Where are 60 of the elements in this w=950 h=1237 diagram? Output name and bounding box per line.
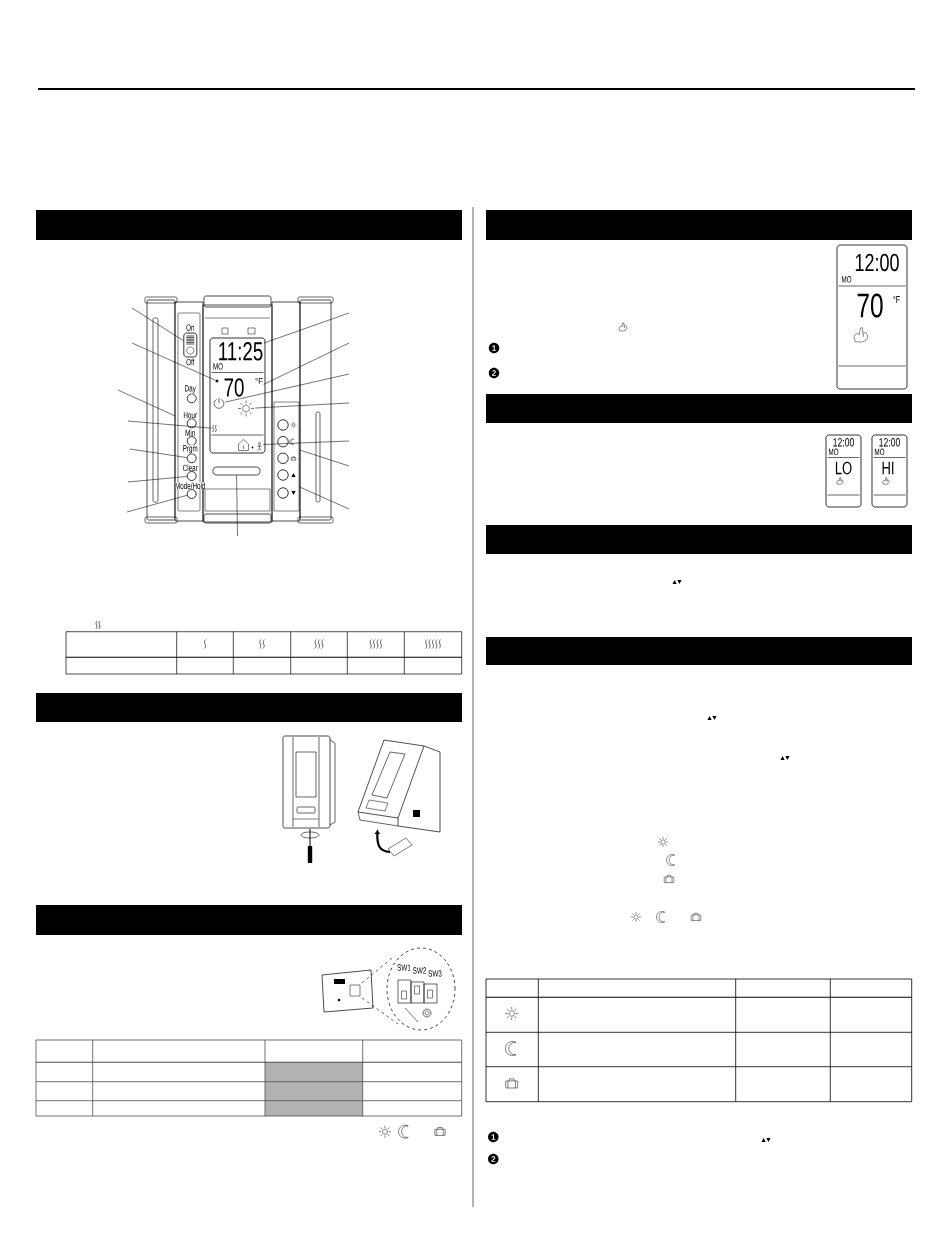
leader-line	[224, 373, 350, 403]
leader-line	[117, 389, 176, 417]
node-label: Clear	[182, 464, 198, 472]
section-bar	[486, 637, 912, 665]
time-readout: 11:25	[219, 342, 263, 361]
leader-line	[299, 449, 350, 467]
node-label: Off	[186, 358, 195, 366]
leader-line	[131, 342, 216, 381]
leader-line	[262, 440, 350, 445]
push-button: Clear	[182, 464, 198, 481]
section-bar	[486, 525, 912, 554]
push-button	[277, 452, 289, 464]
callout-number: 1	[488, 342, 500, 354]
side-cover	[299, 299, 332, 521]
section-bar	[486, 394, 912, 423]
leader-line	[129, 448, 188, 458]
slot	[212, 466, 261, 476]
heat-icon	[212, 424, 217, 433]
section-bar	[36, 693, 462, 722]
node-label: Mode/Hold	[175, 482, 206, 490]
callout-number: 2	[488, 1153, 499, 1165]
push-button: Prgm	[182, 445, 198, 464]
leader-line	[126, 495, 188, 513]
push-button: Hour	[183, 412, 198, 429]
side-cover	[146, 299, 176, 521]
node-label: Hour	[183, 412, 197, 419]
switch-label: SW3	[428, 970, 442, 977]
leader-line	[263, 312, 350, 344]
section-bar	[36, 210, 462, 240]
home-icon	[238, 439, 262, 451]
leader-line	[127, 476, 188, 483]
lcd-screen: 12:00 MO HI	[871, 434, 908, 508]
push-button: Mode/Hold	[174, 482, 206, 499]
section-bar	[486, 210, 912, 240]
push-button	[277, 436, 289, 448]
leader-line	[127, 420, 212, 429]
switch-label: SW1	[397, 964, 411, 971]
node-label: Day	[185, 385, 196, 394]
leader-line	[254, 402, 350, 409]
lcd-screen: 12:00 MO 70 °F	[836, 244, 908, 390]
slide-switch: On Off	[183, 324, 198, 366]
switch-label: SW2	[412, 967, 426, 974]
node-label: On	[186, 324, 195, 331]
push-button	[277, 487, 289, 499]
leader-line	[299, 486, 350, 510]
push-button: Day	[184, 385, 197, 404]
node-label: Min	[185, 429, 195, 437]
section-bar	[36, 905, 462, 935]
node-label: Prgm	[183, 445, 198, 454]
callout-number: 1	[488, 1131, 499, 1143]
leader-line	[263, 342, 350, 385]
leader-line	[236, 475, 238, 537]
unit-label: °F	[255, 378, 263, 384]
push-button	[277, 419, 289, 431]
lcd-screen: 12:00 MO LO	[825, 434, 862, 508]
power-icon	[213, 397, 225, 409]
sun-icon	[237, 400, 255, 417]
callout-number: 2	[488, 367, 500, 379]
push-button	[277, 469, 289, 481]
leader-line	[131, 307, 184, 341]
